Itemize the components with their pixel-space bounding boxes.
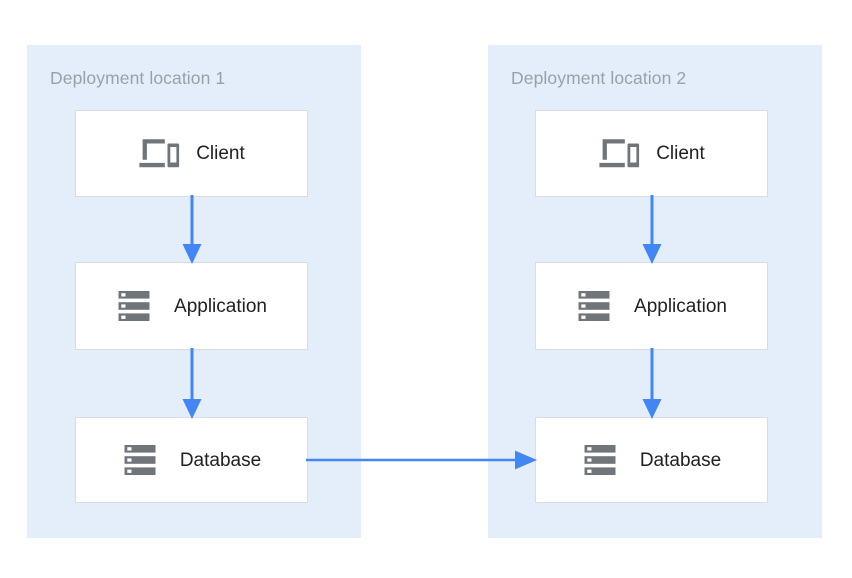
node-application-1[interactable]: Application	[75, 262, 308, 350]
connector-database-1-to-database-2	[306, 450, 537, 470]
node-application-2-content: Application	[576, 288, 727, 324]
client-devices-icon	[599, 138, 640, 167]
node-database-2-content: Database	[582, 442, 721, 478]
node-database-1-content: Database	[122, 442, 261, 478]
zone-label-deployment-location-2: Deployment location 2	[511, 68, 687, 88]
server-stack-icon	[584, 445, 616, 475]
node-client-1-content: Client	[138, 136, 245, 172]
connector-client-1-to-application-1	[182, 195, 202, 264]
node-application-1-label: Application	[174, 295, 267, 317]
connector-application-1-to-database-1	[182, 348, 202, 419]
node-database-1-label: Database	[179, 449, 262, 471]
node-database-1[interactable]: Database	[75, 417, 308, 503]
node-application-2-label: Application	[634, 295, 727, 317]
node-client-1-label: Client	[196, 143, 245, 164]
connector-client-2-to-application-2	[642, 195, 662, 264]
node-client-2-label: Client	[656, 143, 705, 164]
node-application-2[interactable]: Application	[535, 262, 768, 350]
node-client-2[interactable]: Client	[535, 110, 768, 197]
connector-application-2-to-database-2	[642, 348, 662, 419]
client-devices-icon	[139, 138, 180, 167]
node-database-2[interactable]: Database	[535, 417, 768, 503]
node-application-1-content: Application	[116, 288, 267, 324]
zone-label-deployment-location-1: Deployment location 1	[50, 68, 226, 88]
node-client-1[interactable]: Client	[75, 110, 308, 197]
server-stack-icon	[578, 291, 610, 321]
server-stack-icon	[118, 291, 150, 321]
node-database-2-label: Database	[639, 449, 722, 471]
node-client-2-content: Client	[598, 136, 705, 172]
server-stack-icon	[124, 445, 156, 475]
